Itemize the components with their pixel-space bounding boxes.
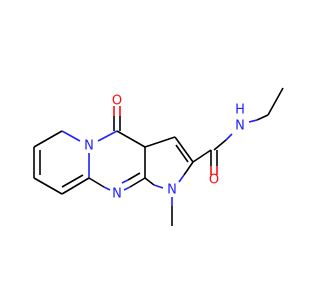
bond [33,177,63,195]
bond [103,186,111,191]
bond [127,172,141,181]
oxygen-ketone-label: O [112,94,122,109]
bond [121,179,129,184]
oxygen-amide-label: O [209,173,219,188]
bond [97,130,118,142]
bond [267,87,284,116]
nitrogen-pyridine-label: N [84,139,94,154]
molecule-structure: O N N N O N H [33,87,284,226]
bond [256,114,269,121]
bond [225,133,233,141]
nitrogen-pyrimidine-label: N [112,187,122,202]
bond [175,144,189,163]
bond [33,130,63,148]
bond [144,136,176,148]
atom-labels: O N N N O N H [84,94,245,202]
bond [178,174,185,183]
bond [88,177,105,188]
nitrogen-amide-label: N [235,119,245,134]
bond [61,130,81,142]
bond [129,177,146,188]
bond [116,130,146,148]
bond [61,174,84,188]
bond [192,149,212,163]
bond [61,177,90,195]
bond [123,186,131,191]
bond [213,139,227,151]
nitrogen-pyrrole-label: N [167,183,177,198]
bond [183,161,194,176]
hydrogen-amide-label: H [235,103,245,118]
bond [248,119,258,123]
bond [174,136,194,163]
bond [144,177,155,186]
bonds [33,87,284,226]
bond [153,184,164,189]
